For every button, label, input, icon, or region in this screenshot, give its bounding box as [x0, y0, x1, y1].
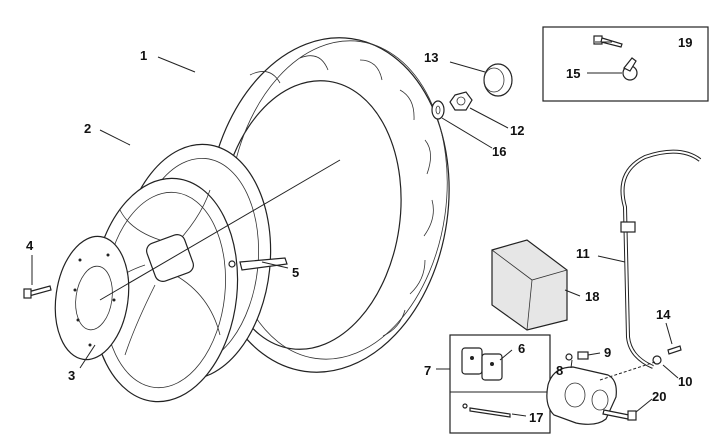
disc-bolt [23, 285, 52, 299]
pad-pin [462, 403, 511, 418]
brake-caliper [546, 366, 617, 425]
brake-hose [620, 149, 702, 369]
callout-19: 19 [678, 35, 692, 50]
callout-6: 6 [518, 341, 525, 356]
callout-18: 18 [585, 289, 599, 304]
axle-nut [449, 91, 473, 111]
brake-disc [54, 235, 130, 361]
callout-1: 1 [140, 48, 147, 63]
callout-8: 8 [556, 363, 563, 378]
valve [228, 257, 288, 271]
bleed-screw [565, 351, 589, 361]
callout-2: 2 [84, 121, 91, 136]
callout-5: 5 [292, 265, 299, 280]
rim [91, 143, 272, 403]
brake-pads [461, 347, 503, 381]
callout-14: 14 [656, 307, 671, 322]
caliper-bolt [602, 409, 637, 421]
callout-13: 13 [424, 50, 438, 65]
hub-cap [483, 63, 513, 97]
washer [431, 100, 445, 120]
tool-pouch [491, 239, 568, 331]
hose-clamp [622, 57, 638, 81]
bracket-kit-box [542, 26, 709, 102]
callout-10: 10 [678, 374, 692, 389]
callout-11: 11 [576, 246, 590, 261]
callout-20: 20 [652, 389, 666, 404]
callout-3: 3 [68, 368, 75, 383]
callout-7: 7 [424, 363, 431, 378]
leader-lines [31, 41, 679, 417]
callout-4: 4 [26, 238, 34, 253]
callout-9: 9 [604, 345, 611, 360]
banjo-bolt [652, 345, 682, 365]
callout-15: 15 [566, 66, 580, 81]
callout-16: 16 [492, 144, 506, 159]
callout-12: 12 [510, 123, 524, 138]
callout-17: 17 [529, 410, 543, 425]
